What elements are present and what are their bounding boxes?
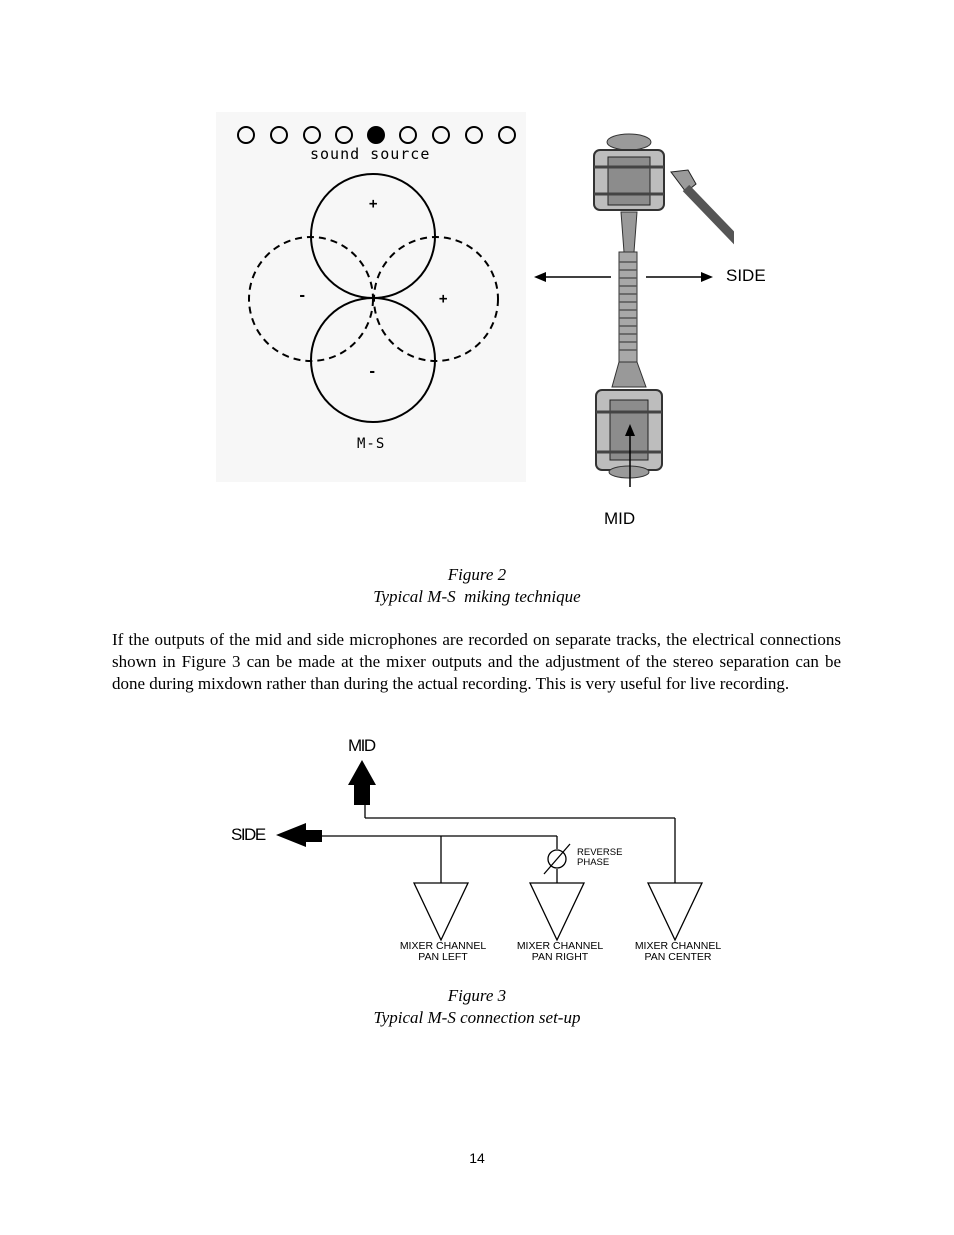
microphone-image [586,112,734,492]
channel-right-line2: PAN RIGHT [500,952,620,963]
figure-3-title: Figure 3 [0,985,954,1007]
mixer-channel-left-label: MIXER CHANNEL PAN LEFT [383,941,503,963]
figure-3-caption: Typical M-S connection set-up [0,1007,954,1029]
side-arrow [276,823,322,847]
mixer-channel-center-label: MIXER CHANNEL PAN CENTER [618,941,738,963]
mixer-channel-right-label: MIXER CHANNEL PAN RIGHT [500,941,620,963]
mid-arrow [348,760,376,805]
reverse-phase-line2: PHASE [577,858,622,868]
minus-bottom-label: - [368,364,376,380]
plus-top-label: + [369,196,377,212]
side-label-fig3: SIDE [231,825,265,845]
connection-diagram [270,755,710,945]
channel-center-line2: PAN CENTER [618,952,738,963]
figure-2-title: Figure 2 [0,564,954,586]
ms-label: M-S [357,436,385,452]
mid-label-fig3: MID [348,736,375,756]
sound-source-label: sound source [310,145,430,163]
plus-right-label: + [439,291,447,307]
side-label: SIDE [726,266,766,286]
reverse-phase-label: REVERSE PHASE [577,848,622,868]
body-paragraph: If the outputs of the mid and side micro… [112,629,841,695]
channel-left-line2: PAN LEFT [383,952,503,963]
ms-polar-diagram [216,112,734,492]
minus-left-label: - [298,288,306,304]
mid-label: MID [604,509,635,529]
figure-2-caption: Typical M-S miking technique [0,586,954,608]
page-number: 14 [0,1150,954,1166]
